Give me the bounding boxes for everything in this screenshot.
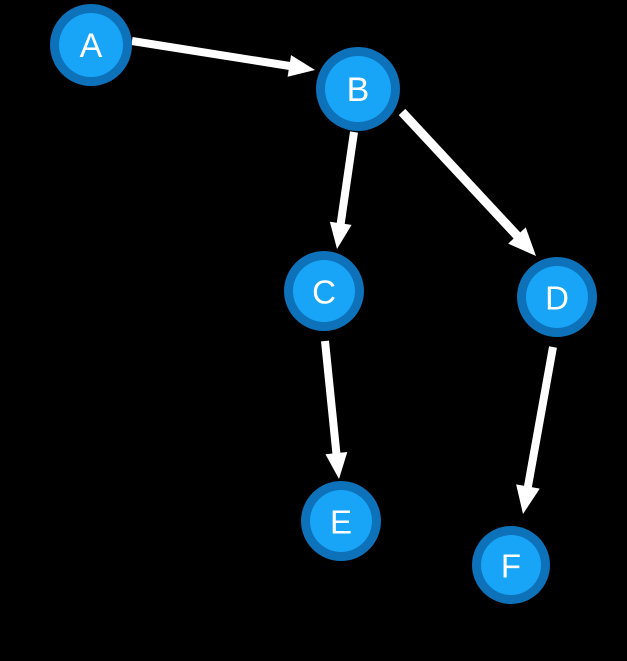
node-fill-e <box>310 490 372 552</box>
graph-node-f[interactable]: F <box>472 526 550 604</box>
arrowhead-b-c <box>329 221 352 249</box>
node-fill-b <box>325 56 391 122</box>
graph-node-b[interactable]: B <box>316 47 400 131</box>
node-label-d: D <box>545 280 569 317</box>
edge-a-b <box>131 37 315 77</box>
edge-b-d <box>398 108 536 256</box>
node-fill-d <box>526 266 588 328</box>
node-fill-f <box>481 535 541 595</box>
edge-c-e <box>321 340 348 479</box>
graph-node-d[interactable]: D <box>517 257 597 337</box>
arrowhead-a-b <box>287 55 315 77</box>
nodes-layer: A B C D E F <box>50 4 597 604</box>
edges-layer <box>131 37 557 514</box>
edge-d-f <box>516 346 557 514</box>
node-label-c: C <box>312 274 336 311</box>
arrowhead-c-e <box>325 452 348 479</box>
arrowhead-b-d <box>508 227 536 256</box>
graph-node-e[interactable]: E <box>301 481 381 561</box>
graph-node-c[interactable]: C <box>284 251 364 331</box>
arrowhead-d-f <box>516 484 540 514</box>
node-label-a: A <box>80 27 103 65</box>
edge-b-c <box>329 131 358 249</box>
graph-node-a[interactable]: A <box>50 4 132 86</box>
node-label-e: E <box>330 504 352 541</box>
node-fill-c <box>293 260 355 322</box>
node-label-f: F <box>501 548 521 585</box>
node-fill-a <box>59 13 123 77</box>
node-label-b: B <box>347 71 370 109</box>
